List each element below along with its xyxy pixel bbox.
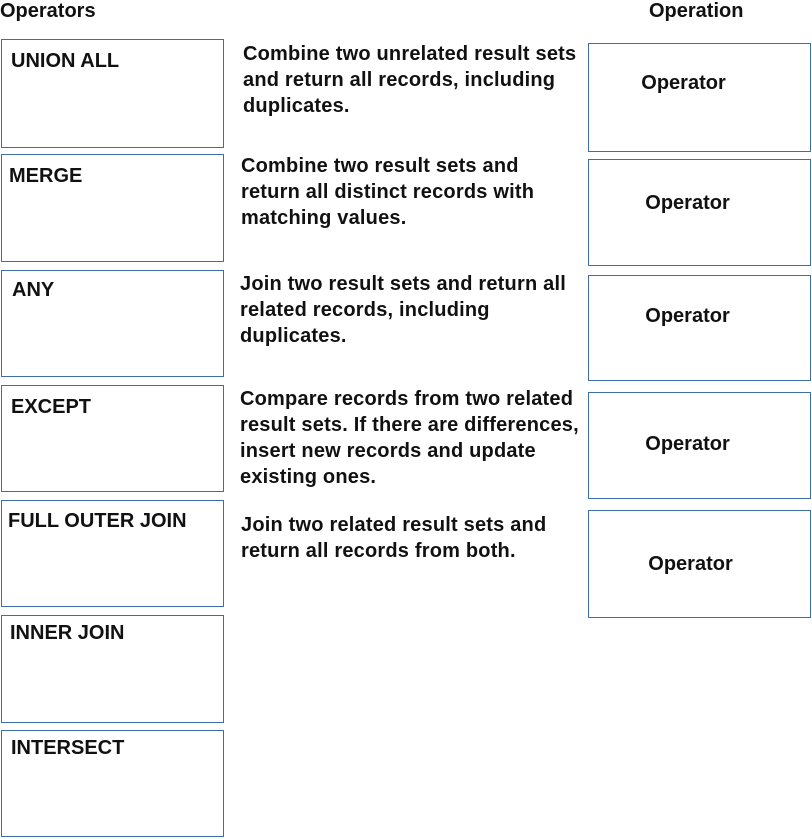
operation-description: Combine two unrelated result sets and re… [243,43,577,117]
operation-heading: Operation [649,0,744,22]
operator-label: UNION ALL [11,50,120,72]
slot-label: Operator [645,305,730,327]
operation-description: Join two result sets and return all rela… [240,273,566,347]
operator-except[interactable]: EXCEPT [1,385,224,492]
operator-label: FULL OUTER JOIN [8,510,187,532]
operator-union-all[interactable]: UNION ALL [1,39,224,148]
operator-label: INNER JOIN [10,622,125,644]
operator-label: INTERSECT [11,737,125,759]
operator-label: ANY [12,279,55,301]
operator-merge[interactable]: MERGE [1,154,224,262]
operator-label: EXCEPT [11,396,92,418]
operator-label: MERGE [9,165,83,187]
operator-intersect[interactable]: INTERSECT [1,730,224,837]
operator-any[interactable]: ANY [1,270,224,377]
operator-full-outer-join[interactable]: FULL OUTER JOIN [1,500,224,607]
operator-drop-slot[interactable]: Operator [588,43,811,152]
slot-label: Operator [648,553,733,575]
operator-drop-slot[interactable]: Operator [588,159,811,266]
operator-drop-slot[interactable]: Operator [588,510,811,618]
operation-description: Compare records from two related result … [240,388,579,488]
operation-description: Combine two result sets and return all d… [241,155,535,229]
slot-label: Operator [645,433,730,455]
operators-heading: Operators [0,0,96,22]
slot-label: Operator [645,192,730,214]
operator-inner-join[interactable]: INNER JOIN [1,615,224,723]
operation-description: Join two related result sets and return … [241,514,547,562]
operator-drop-slot[interactable]: Operator [588,275,811,381]
operator-drop-slot[interactable]: Operator [588,392,811,499]
slot-label: Operator [641,72,726,94]
